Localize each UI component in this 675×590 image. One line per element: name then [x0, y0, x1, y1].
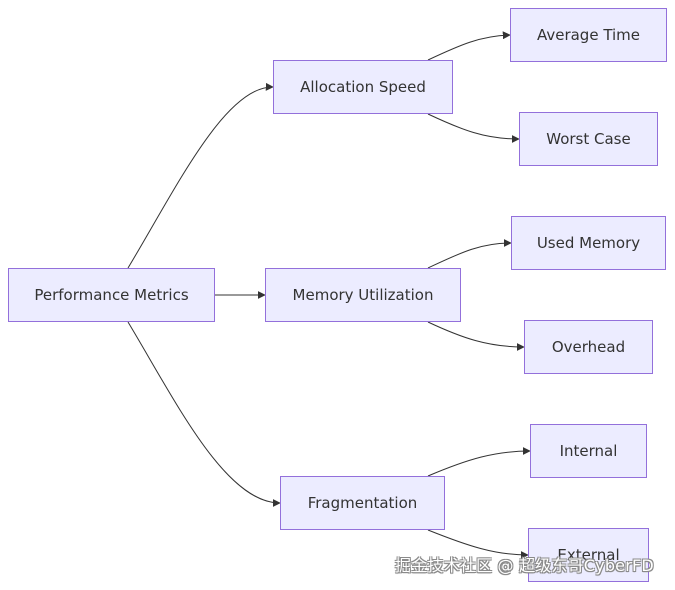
edge-root-fragmentation: [127, 321, 281, 507]
node-used-memory: Used Memory: [511, 216, 666, 270]
node-memory-utilization: Memory Utilization: [265, 268, 461, 322]
node-label: External: [557, 546, 620, 564]
node-average-time: Average Time: [510, 8, 667, 62]
node-performance-metrics: Performance Metrics: [8, 268, 215, 322]
node-label: Allocation Speed: [300, 78, 426, 96]
edge-memory-overhead: [427, 321, 525, 351]
node-label: Fragmentation: [307, 494, 418, 512]
node-label: Average Time: [536, 26, 641, 44]
node-allocation-speed: Allocation Speed: [273, 60, 453, 114]
node-fragmentation: Fragmentation: [280, 476, 445, 530]
edge-memory-used-memory: [427, 239, 512, 269]
node-worst-case: Worst Case: [519, 112, 658, 166]
node-internal: Internal: [530, 424, 647, 478]
edge-allocation-average-time: [427, 31, 511, 61]
edge-allocation-worst-case: [427, 113, 520, 143]
node-label: Overhead: [551, 338, 626, 356]
watermark-text: 掘金技术社区 @ 超级东哥CyberFD: [395, 556, 654, 575]
node-label: Internal: [559, 442, 618, 460]
node-label: Used Memory: [536, 234, 641, 252]
edge-fragmentation-internal: [427, 447, 531, 477]
node-label: Worst Case: [546, 130, 631, 148]
edge-fragmentation-external: [427, 529, 529, 559]
node-label: Memory Utilization: [292, 286, 434, 304]
edge-root-allocation-speed: [127, 82, 274, 269]
node-external: External: [528, 528, 649, 582]
node-overhead: Overhead: [524, 320, 653, 374]
node-label: Performance Metrics: [34, 286, 189, 304]
